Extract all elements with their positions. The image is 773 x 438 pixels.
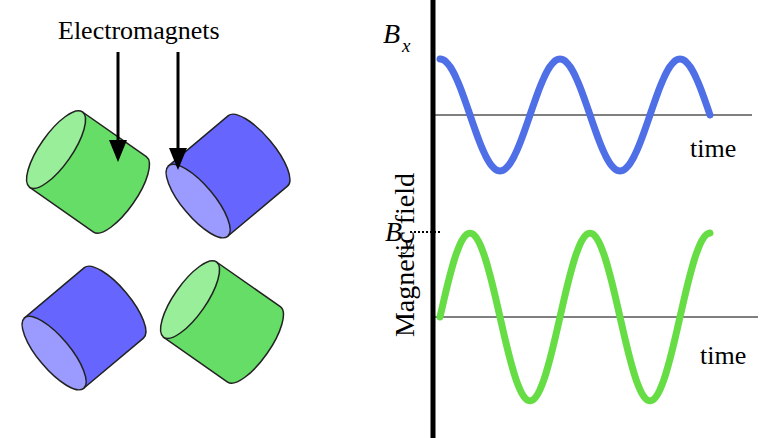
arrow-head bbox=[169, 148, 187, 170]
field-axis bbox=[431, 0, 436, 438]
waves bbox=[440, 59, 710, 401]
axis-label: time bbox=[690, 136, 736, 162]
electromagnet bbox=[151, 253, 294, 391]
electromagnet bbox=[17, 103, 160, 241]
field-symbol: B bbox=[383, 20, 400, 48]
part-label: Electromagnets bbox=[58, 18, 220, 44]
by-wave bbox=[440, 233, 710, 401]
axis-label: time bbox=[700, 343, 746, 369]
arrow-head bbox=[109, 140, 127, 162]
axis-label: Magnetic field bbox=[391, 173, 419, 337]
electromagnets bbox=[12, 103, 299, 399]
pole-face bbox=[17, 103, 96, 197]
time-axis bbox=[433, 317, 758, 318]
pole-face bbox=[151, 253, 230, 347]
bx-wave bbox=[440, 59, 710, 171]
pole-face bbox=[12, 308, 96, 399]
field-subscript: x bbox=[402, 36, 410, 55]
pole-face bbox=[156, 156, 240, 247]
electromagnet bbox=[12, 257, 155, 398]
